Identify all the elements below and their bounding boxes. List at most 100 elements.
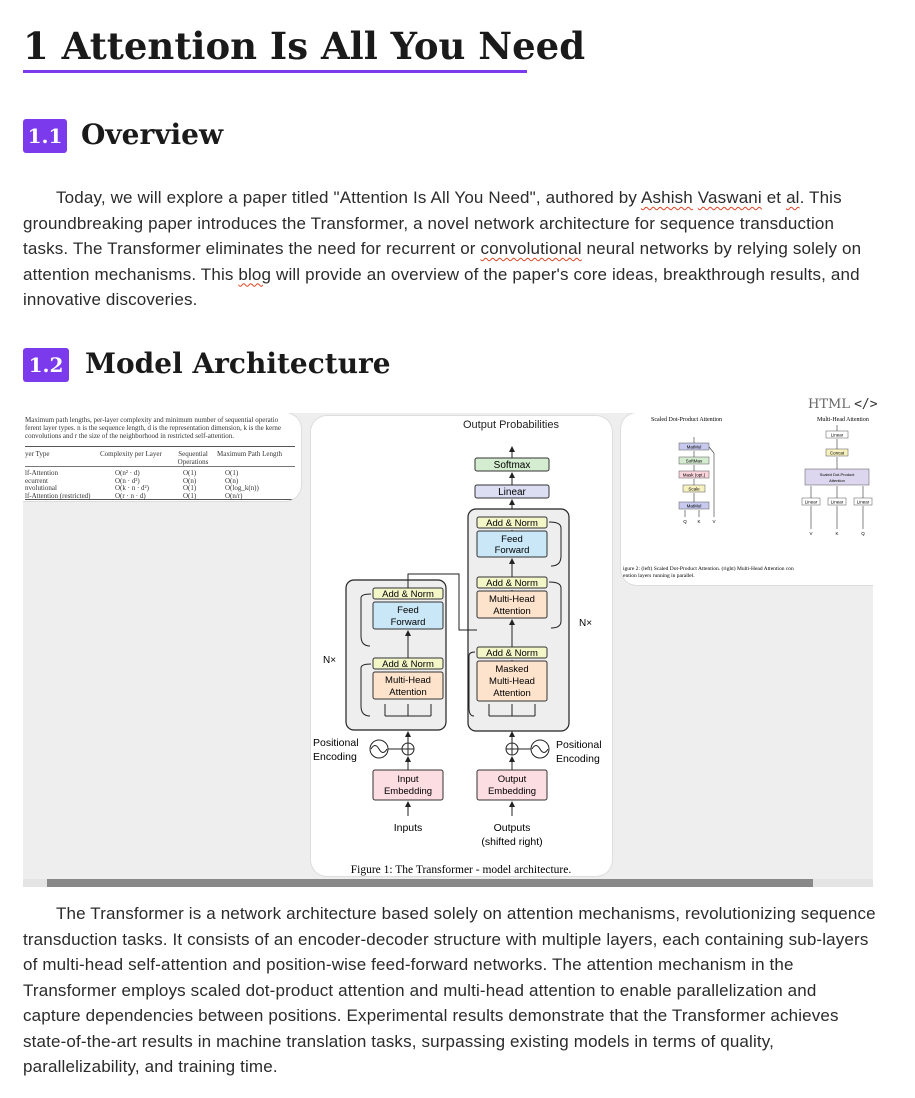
decoder-nx-label: N× bbox=[579, 618, 592, 629]
sdpa-label: Scaled Dot-Product bbox=[820, 472, 856, 477]
text-run: Today, we will explore a paper titled "A… bbox=[56, 188, 641, 207]
table-header: Sequential Operations bbox=[177, 450, 209, 466]
matmul-label: MatMul bbox=[687, 504, 702, 509]
multi-head-label: Multi-Head bbox=[385, 675, 431, 686]
gallery-card-transformer-figure[interactable]: Output Probabilities Softmax Linear Add … bbox=[311, 416, 612, 876]
multi-head-label: Multi-Head bbox=[489, 676, 535, 687]
softmax-label: SoftMax bbox=[686, 459, 703, 464]
output-probabilities-label: Output Probabilities bbox=[463, 419, 559, 431]
table-caption-line: convolutions and r the size of the neigh… bbox=[25, 432, 234, 440]
table-rule bbox=[25, 466, 295, 467]
transformer-diagram: Output Probabilities Softmax Linear Add … bbox=[313, 419, 602, 876]
add-norm-block bbox=[476, 516, 548, 529]
table-cell: O(1) bbox=[183, 484, 197, 492]
mask-label: Mask (opt.) bbox=[683, 473, 706, 478]
table-cell: lf-Attention bbox=[25, 469, 59, 477]
gallery-card-attention-figure[interactable]: Scaled Dot-Product Attention Multi-Head … bbox=[621, 413, 873, 585]
table-rule bbox=[25, 499, 295, 500]
linear-label: Linear bbox=[831, 433, 844, 438]
k-label: K bbox=[697, 519, 700, 524]
encoding-label: Encoding bbox=[556, 753, 600, 765]
linear-label: Linear bbox=[831, 500, 844, 505]
multi-head-attention-block bbox=[372, 671, 444, 700]
mha-title: Multi-Head Attention bbox=[817, 417, 869, 423]
table-cell: O(1) bbox=[183, 469, 197, 477]
title-underline bbox=[23, 70, 527, 73]
section-title-overview: Overview bbox=[81, 118, 224, 151]
attention-label: Attention bbox=[493, 606, 531, 617]
table-cell: O(1) bbox=[225, 469, 239, 477]
html-label: HTML bbox=[808, 397, 850, 412]
image-gallery[interactable]: Maximum path lengths, per-layer complexi… bbox=[23, 413, 873, 887]
masked-label: Masked bbox=[495, 664, 528, 675]
scale-label: Scale bbox=[688, 487, 700, 492]
add-norm-label: Add & Norm bbox=[382, 659, 434, 670]
misspelled-word[interactable]: Ashish bbox=[640, 188, 693, 207]
page-title: 1 Attention Is All You Need bbox=[23, 20, 585, 72]
table-rule bbox=[25, 446, 295, 447]
q-label: Q bbox=[683, 519, 687, 524]
v-label: V bbox=[809, 531, 812, 536]
table-cell: lf-Attention (restricted) bbox=[25, 491, 91, 500]
attention-label: Attention bbox=[493, 688, 531, 699]
add-norm-label: Add & Norm bbox=[486, 648, 538, 659]
linear-label: Linear bbox=[857, 500, 870, 505]
table-cell: ecurrent bbox=[25, 476, 48, 485]
table-cell: O(n) bbox=[183, 476, 197, 485]
table-header: yer Type bbox=[25, 450, 50, 458]
table-cell: nvolutional bbox=[25, 484, 57, 492]
gallery-card-complexity-table[interactable]: Maximum path lengths, per-layer complexi… bbox=[23, 413, 301, 501]
table-cell: O(k · n · d²) bbox=[115, 484, 149, 492]
code-icon: </> bbox=[854, 397, 878, 412]
page-title-text: Attention Is All You Need bbox=[61, 24, 586, 68]
outputs-label: Outputs bbox=[494, 822, 531, 834]
table-cell: O(n) bbox=[225, 476, 239, 485]
text-run: will provide an overview of the paper's … bbox=[23, 264, 860, 310]
concat-label: Concat bbox=[830, 451, 845, 456]
architecture-paragraph: The Transformer is a network architectur… bbox=[23, 904, 876, 1076]
sdpa-label: Attention bbox=[829, 478, 845, 483]
figure-caption: Figure 1: The Transformer - model archit… bbox=[351, 864, 572, 876]
text-run: et bbox=[761, 188, 787, 207]
html-embed-link[interactable]: HTML </> bbox=[808, 397, 878, 412]
section-number-badge: 1.2 bbox=[23, 348, 69, 382]
table-header: Maximum Path Length bbox=[217, 450, 282, 458]
matmul-label: MatMul bbox=[687, 445, 702, 450]
softmax-label: Softmax bbox=[494, 460, 531, 471]
add-norm-label: Add & Norm bbox=[486, 578, 538, 589]
positional-label: Positional bbox=[313, 737, 359, 749]
table-cell: O(n² · d) bbox=[115, 469, 140, 477]
attention-caption-line: igure 2: (left) Scaled Dot-Product Atten… bbox=[623, 565, 794, 572]
misspelled-word[interactable]: al bbox=[786, 188, 800, 207]
section-number-badge: 1.1 bbox=[23, 119, 67, 153]
attention-diagram: Scaled Dot-Product Attention Multi-Head … bbox=[623, 417, 873, 579]
embedding-label: Embedding bbox=[384, 786, 432, 797]
input-label: Input bbox=[397, 774, 418, 785]
gallery-scrollbar-thumb[interactable] bbox=[47, 879, 813, 887]
table-cell: O(n/r) bbox=[225, 491, 243, 500]
misspelled-word[interactable]: blog bbox=[238, 264, 272, 284]
feed-forward-label: Feed bbox=[501, 534, 523, 545]
encoder-nx-label: N× bbox=[323, 655, 336, 666]
feed-forward-label: Feed bbox=[397, 605, 419, 616]
misspelled-word[interactable]: Vaswani bbox=[697, 188, 762, 207]
section-title-model-architecture: Model Architecture bbox=[85, 347, 391, 380]
v-label: V bbox=[712, 519, 715, 524]
output-label: Output bbox=[498, 774, 527, 785]
table-cell: O(r · n · d) bbox=[115, 491, 146, 500]
misspelled-word[interactable]: convolutional bbox=[480, 239, 582, 258]
table-header: Complexity per Layer bbox=[100, 450, 162, 458]
page-title-number: 1 bbox=[23, 24, 49, 68]
table-caption-line: Maximum path lengths, per-layer complexi… bbox=[25, 416, 279, 424]
k-label: K bbox=[835, 531, 838, 536]
linear-label: Linear bbox=[805, 500, 818, 505]
text-run: . This groundbreaking paper introduces t… bbox=[23, 188, 842, 258]
encoding-label: Encoding bbox=[313, 751, 357, 763]
multi-head-label: Multi-Head bbox=[489, 594, 535, 605]
attention-label: Attention bbox=[389, 687, 427, 698]
text-run: neural networks by relying solely on att… bbox=[23, 239, 862, 284]
table-cell: O(1) bbox=[183, 491, 197, 500]
linear-label: Linear bbox=[498, 487, 526, 498]
sdpa-title: Scaled Dot-Product Attention bbox=[651, 417, 722, 423]
inputs-label: Inputs bbox=[394, 822, 423, 834]
